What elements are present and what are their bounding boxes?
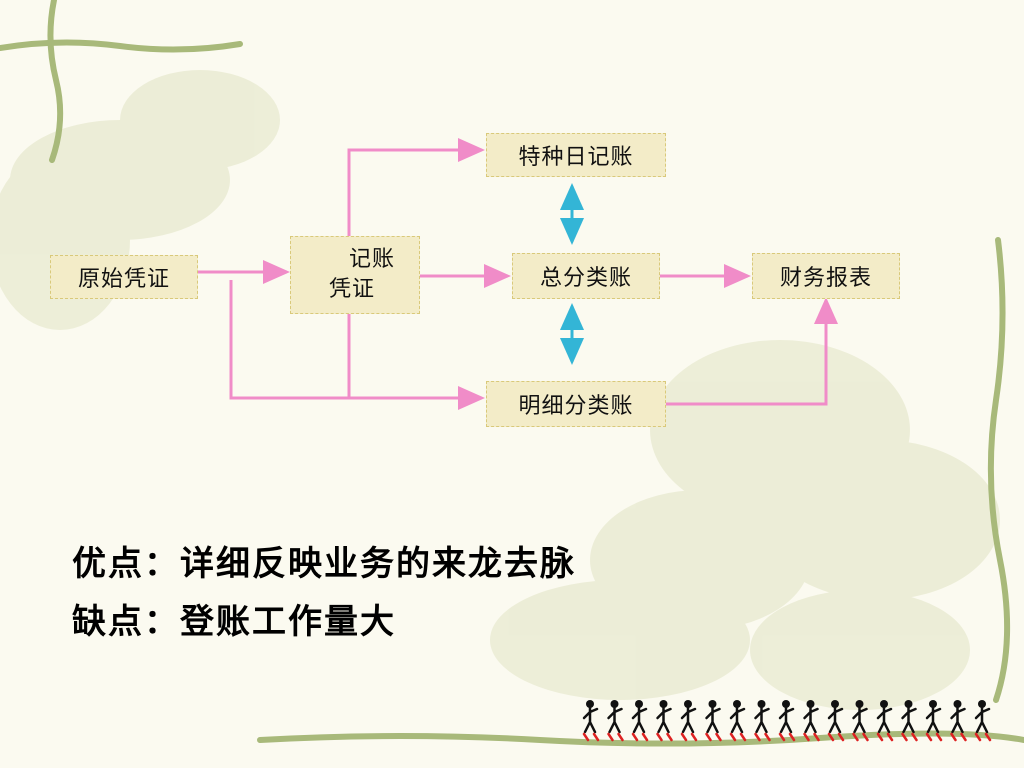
dancing-figure-icon — [950, 700, 967, 742]
dancing-figure-icon — [680, 700, 698, 742]
dancing-figure-icon — [729, 700, 747, 742]
advantage-note: 优点：详细反映业务的来龙去脉 — [72, 544, 576, 584]
disadvantage-note: 缺点：登账工作量大 — [72, 602, 396, 642]
dancing-figure-icon — [974, 700, 992, 742]
dancing-figure-icon — [582, 700, 600, 742]
dancing-figure-icon — [803, 700, 820, 742]
dancing-figure-icon — [656, 700, 673, 742]
dancing-figure-icon — [607, 700, 624, 742]
node-bookkeeping-voucher-line1: 记账 — [348, 247, 395, 272]
dancing-figure-icon — [827, 700, 845, 742]
node-bookkeeping-voucher: 记账 凭证 — [290, 236, 420, 314]
dancing-figure-icon — [754, 700, 771, 742]
node-source-voucher: 原始凭证 — [50, 255, 198, 299]
node-special-journal: 特种日记账 — [486, 133, 666, 177]
node-bookkeeping-voucher-line2: 凭证 — [328, 277, 375, 302]
dancing-figure-icon — [778, 700, 796, 742]
dancing-figure-icon — [925, 700, 943, 742]
arrow-bookkeeping-to-special-journal — [347, 138, 485, 236]
vine-frame — [0, 0, 1024, 747]
dancing-figure-icon — [852, 700, 869, 742]
arrow-subsidiary-to-statements — [666, 297, 838, 406]
node-general-ledger: 总分类账 — [512, 253, 660, 299]
node-financial-statements: 财务报表 — [752, 253, 900, 299]
node-subsidiary-ledger: 明细分类账 — [486, 381, 666, 427]
dancing-figure-icon — [876, 700, 894, 742]
dancing-figure-icon — [631, 700, 649, 742]
dancing-figure-icon — [705, 700, 722, 742]
dancing-figures-row — [582, 700, 992, 742]
dancing-figure-icon — [901, 700, 918, 742]
arrow-source-to-subsidiary-ledger — [229, 280, 485, 410]
